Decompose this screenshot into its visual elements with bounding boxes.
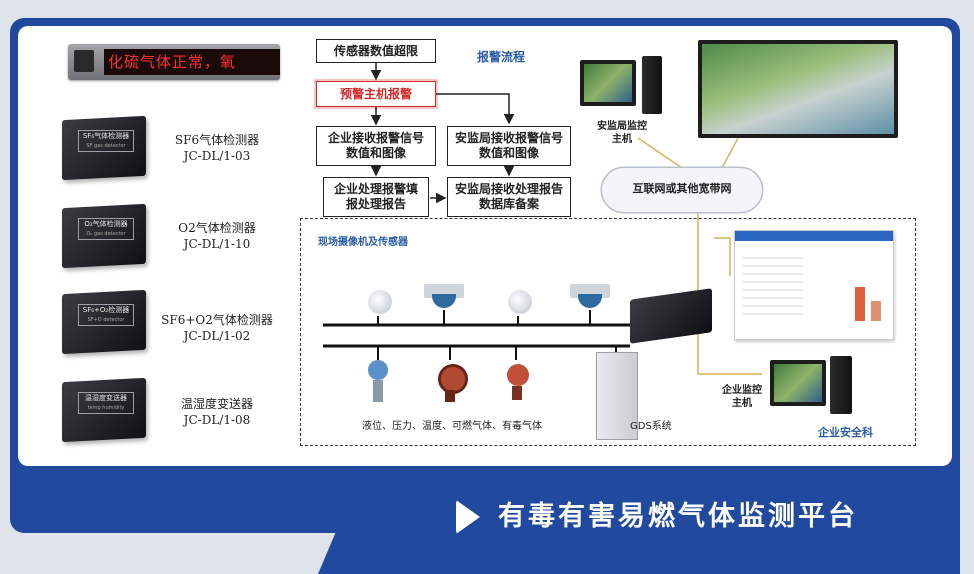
flow-step-enterprise-receive: 企业接收报警信号数值和图像	[316, 126, 436, 166]
led-camera-icon	[74, 50, 94, 72]
flow-step-bureau-handle: 安监局接收处理报告数据库备案	[447, 177, 571, 217]
dome-camera-icon	[424, 284, 464, 308]
connector-lines	[323, 63, 762, 375]
large-display-icon	[698, 40, 898, 138]
field-section-title: 现场摄像机及传感器	[318, 237, 408, 248]
enterprise-tower-icon	[830, 356, 852, 414]
network-label: 互联网或其他宽带网	[632, 182, 732, 195]
led-text: 化硫气体正常，氧	[104, 49, 280, 75]
enterprise-host-label: 企业监控主机	[722, 385, 762, 409]
title-banner: 有毒有害易燃气体监测平台	[318, 468, 960, 574]
play-icon	[456, 500, 480, 534]
gas-detector-icon	[435, 360, 468, 404]
dome-camera-icon	[570, 284, 610, 308]
bureau-host-label: 安监局监控主机	[597, 121, 647, 145]
field-area	[300, 218, 916, 446]
flow-step-exceed: 传感器数值超限	[316, 39, 436, 63]
dome-camera-icon	[360, 290, 400, 314]
pressure-transmitter-icon	[363, 360, 393, 404]
gds-label: GDS系统	[630, 421, 672, 432]
gas-detector-icon	[502, 360, 532, 404]
enterprise-monitor-icon	[770, 360, 826, 406]
enterprise-dashboard-icon	[734, 230, 894, 340]
bureau-tower-icon	[642, 56, 662, 114]
flow-title: 报警流程	[477, 50, 526, 64]
banner-title: 有毒有害易燃气体监测平台	[498, 501, 858, 532]
gds-cabinet-icon	[596, 352, 638, 440]
flow-step-bureau-receive: 安监局接收报警信号数值和图像	[447, 126, 571, 166]
network-cloud-icon: 互联网或其他宽带网	[602, 168, 762, 212]
bureau-monitor-icon	[580, 60, 636, 106]
led-display: 化硫气体正常，氧	[68, 44, 280, 80]
enterprise-safety-label: 企业安全科	[818, 426, 873, 439]
flow-step-host-alarm: 预警主机报警	[316, 81, 436, 107]
sensors-label: 液位、压力、温度、可燃气体、有毒气体	[362, 421, 542, 432]
flow-step-enterprise-handle: 企业处理报警填报处理报告	[323, 177, 429, 217]
dome-camera-icon	[500, 290, 540, 314]
